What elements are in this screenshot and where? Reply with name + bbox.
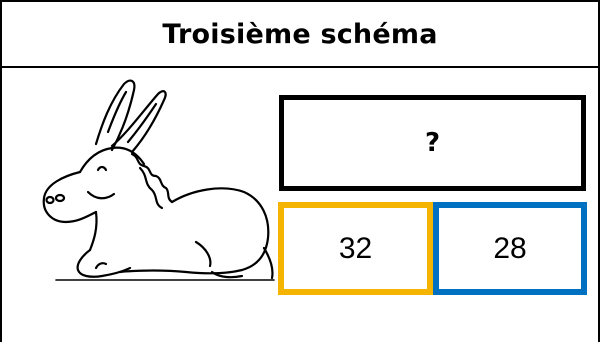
part-value-2: 28 — [493, 231, 527, 265]
part-box-yellow: 32 — [278, 202, 433, 295]
donkey-icon — [42, 79, 275, 281]
part-value-1: 32 — [338, 231, 373, 265]
card-header: Troisième schéma — [2, 2, 598, 68]
total-box: ? — [279, 95, 586, 191]
total-value: ? — [424, 128, 441, 158]
page-title: Troisième schéma — [162, 18, 438, 50]
part-box-blue: 28 — [433, 202, 587, 295]
